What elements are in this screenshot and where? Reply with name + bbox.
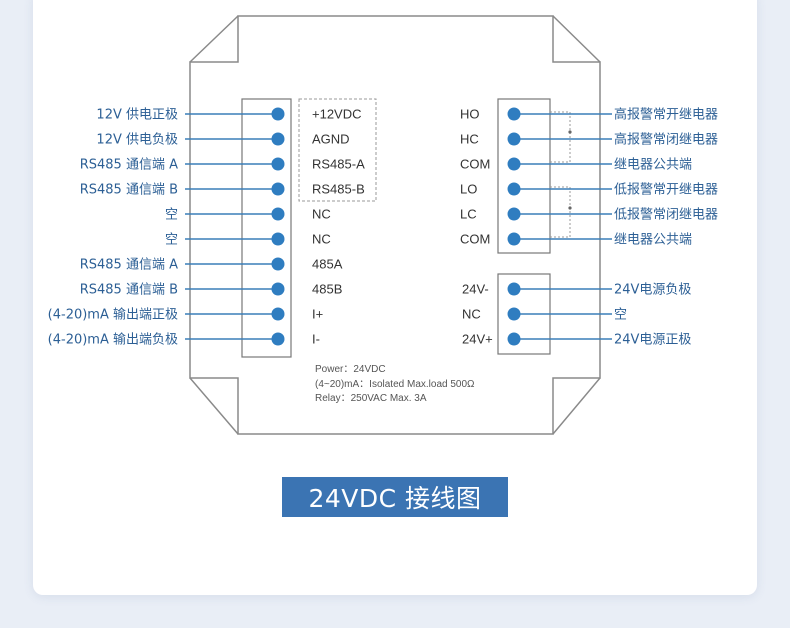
note-power: Power：24VDC <box>315 364 386 375</box>
left-external-label: (4-20)mA 输出端负极 <box>48 332 178 348</box>
left-terminal-dot <box>271 157 285 171</box>
relay-terminal-dot <box>507 107 521 121</box>
left-external-label: RS485 通信端 B <box>80 283 178 298</box>
relay-external-label: 低报警常开继电器 <box>614 182 718 198</box>
power-pin-label: 24V+ <box>462 332 493 347</box>
left-external-label: 空 <box>165 208 178 223</box>
relay-terminal-connections: HO 高报警常开继电器 HC 高报警常闭继电器 COM 继电器公共端 LO 低报警常开继电器 L… <box>460 107 718 248</box>
relay-pin-label: COM <box>460 157 490 172</box>
left-terminal-dot <box>271 232 285 246</box>
relay-terminal-block <box>497 98 551 254</box>
relay-pin-label: COM <box>460 232 490 247</box>
relay-terminal-dot <box>507 157 521 171</box>
power-terminal-dot <box>507 307 521 321</box>
relay-external-label: 继电器公共端 <box>614 158 692 173</box>
low-relay-switch-link <box>550 186 571 238</box>
relay-pin-label: HC <box>460 132 479 147</box>
left-pin-label: 485B <box>312 282 342 297</box>
left-terminal-dot <box>271 257 285 271</box>
left-external-label: 空 <box>165 233 178 248</box>
relay-external-label: 高报警常闭继电器 <box>614 132 718 148</box>
power-terminal-connections: 24V- 24V电源负极 NC 空 24V+ 24V电源正极 <box>462 282 691 348</box>
enclosure-chamfers <box>189 15 601 435</box>
diagram-title-banner: 24VDC 接线图 <box>282 477 508 517</box>
left-terminal-dot <box>271 107 285 121</box>
high-relay-switch-dot <box>568 130 572 134</box>
left-terminal-dot <box>271 282 285 296</box>
relay-external-label: 低报警常闭继电器 <box>614 207 718 223</box>
relay-terminal-dot <box>507 182 521 196</box>
left-pin-label: AGND <box>312 132 350 147</box>
left-pin-label: RS485-A <box>312 157 365 172</box>
relay-terminal-dot <box>507 207 521 221</box>
left-pin-label: NC <box>312 207 331 222</box>
relay-external-label: 高报警常开继电器 <box>614 107 718 123</box>
left-pin-label: RS485-B <box>312 182 365 197</box>
left-terminal-dot <box>271 132 285 146</box>
power-pin-label: 24V- <box>462 282 489 297</box>
left-external-label: RS485 通信端 A <box>80 258 178 273</box>
power-terminal-dot <box>507 332 521 346</box>
left-pin-label: +12VDC <box>312 107 362 122</box>
power-external-label: 24V电源正极 <box>614 333 691 348</box>
note-current-output: (4~20)mA：Isolated Max.load 500Ω <box>315 379 475 390</box>
left-terminal-dot <box>271 307 285 321</box>
left-external-label: RS485 通信端 B <box>80 183 178 198</box>
power-external-label: 24V电源负极 <box>614 283 691 298</box>
left-external-label: RS485 通信端 A <box>80 158 178 173</box>
left-terminal-connections: +12VDC 12V 供电正极 AGND 12V 供电负极 RS485-A RS485 通… <box>48 107 365 348</box>
note-relay: Relay：250VAC Max. 3A <box>315 393 427 404</box>
relay-pin-label: LO <box>460 182 477 197</box>
power-terminal-dot <box>507 282 521 296</box>
relay-pin-label: LC <box>460 207 477 222</box>
left-terminal-dot <box>271 332 285 346</box>
left-terminal-dot <box>271 207 285 221</box>
left-terminal-dot <box>271 182 285 196</box>
left-external-label: (4-20)mA 输出端正极 <box>48 307 178 323</box>
power-pin-label: NC <box>462 307 481 322</box>
left-external-label: 12V 供电正极 <box>96 108 178 123</box>
left-pin-label: 485A <box>312 257 343 272</box>
relay-terminal-dot <box>507 232 521 246</box>
left-pin-label: I+ <box>312 307 323 322</box>
relay-pin-label: HO <box>460 107 480 122</box>
relay-terminal-dot <box>507 132 521 146</box>
power-external-label: 空 <box>614 308 627 323</box>
left-external-label: 12V 供电负极 <box>96 133 178 148</box>
left-pin-label: I- <box>312 332 320 347</box>
power-comm-dashed-box <box>298 98 377 202</box>
low-relay-switch-dot <box>568 206 572 210</box>
high-relay-switch-link <box>550 111 571 163</box>
relay-external-label: 继电器公共端 <box>614 233 692 248</box>
left-pin-label: NC <box>312 232 331 247</box>
